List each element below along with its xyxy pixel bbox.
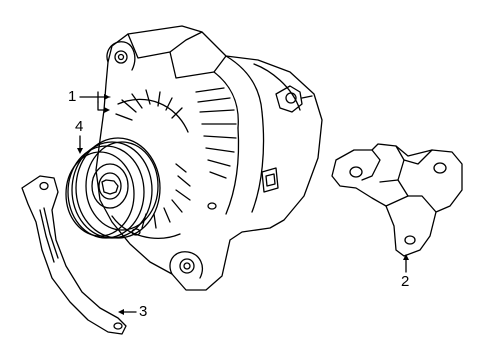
leader-lines <box>77 91 409 315</box>
bracket-drawing <box>331 143 463 257</box>
adjusting-bar-drawing <box>21 175 127 335</box>
callout-1-label: 1 <box>68 88 77 105</box>
callout-2-label: 2 <box>401 273 410 290</box>
callout-4-label: 4 <box>75 118 84 135</box>
callout-3-label: 3 <box>139 303 148 320</box>
pulley-drawing <box>65 137 161 239</box>
alternator-drawing <box>95 25 323 291</box>
